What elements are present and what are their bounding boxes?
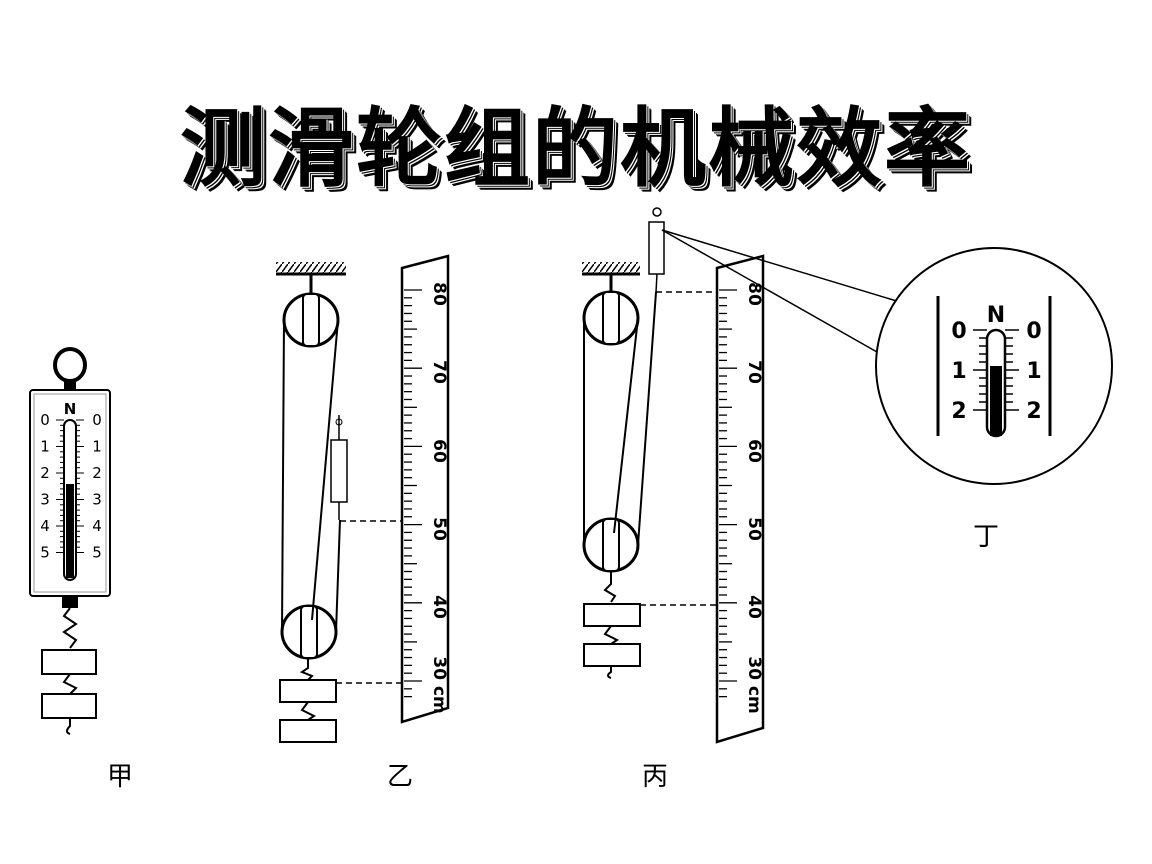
weight-block <box>41 693 97 719</box>
rope <box>281 319 285 633</box>
ruler-mark: 60 <box>429 439 449 463</box>
scale-numbers: 0 0 1 1 2 2 3 3 4 4 5 5 <box>40 411 102 562</box>
scale-number: 1 <box>951 359 966 384</box>
small-spring-scale <box>648 221 665 275</box>
ruler-mark: 80 <box>429 282 449 306</box>
scale-number: 4 <box>40 517 50 535</box>
scale-unit: N <box>987 303 1005 328</box>
scale-number: 0 <box>1026 319 1041 344</box>
small-spring-scale <box>330 439 348 503</box>
figure-ding: N 0 0 1 1 2 2 丁 <box>661 229 1113 552</box>
ruler-mark: 30 cm <box>429 656 449 713</box>
ruler-mark: 40 <box>429 595 449 619</box>
ruler: 80 70 60 50 40 30 cm <box>715 254 765 744</box>
weight-block <box>583 603 641 627</box>
figure-jia: N 0 0 1 1 2 2 3 3 4 4 5 5 甲 <box>29 347 133 792</box>
ruler: 80 70 60 50 40 30 cm <box>400 254 450 724</box>
scale-number: 4 <box>92 517 102 535</box>
scale-number: 3 <box>40 491 50 509</box>
scale-number: 3 <box>92 491 102 509</box>
ruler-mark: 50 <box>744 517 764 541</box>
weight-block <box>583 643 641 667</box>
scale-number: 1 <box>92 438 102 456</box>
figure-label-jia: 甲 <box>107 762 133 792</box>
scale-number: 2 <box>1026 399 1041 424</box>
ruler-mark: 80 <box>744 282 764 306</box>
figure-bing: 80 70 60 50 40 30 cm 丙 <box>582 207 765 792</box>
ruler-mark: 30 cm <box>744 656 764 713</box>
ruler-mark: 60 <box>744 439 764 463</box>
scale-number: 5 <box>40 544 50 562</box>
ruler-mark: 50 <box>429 517 449 541</box>
page-title: 测滑轮组的机械效率 <box>180 99 972 199</box>
scale-number: 0 <box>92 411 102 429</box>
scale-number: 2 <box>92 464 102 482</box>
scale-number: 1 <box>40 438 50 456</box>
weight-block <box>279 719 337 743</box>
ruler-mark: 70 <box>429 360 449 384</box>
figure-label-ding: 丁 <box>973 522 999 552</box>
scale-number: 0 <box>951 319 966 344</box>
scale-number: 1 <box>1026 359 1041 384</box>
scale-ring <box>53 347 87 383</box>
scale-number: 0 <box>40 411 50 429</box>
scale-number: 2 <box>40 464 50 482</box>
scale-number: 2 <box>951 399 966 424</box>
scale-indicator <box>66 484 74 578</box>
scale-unit: N <box>64 400 77 418</box>
figure-label-bing: 丙 <box>642 762 668 792</box>
weight-block <box>41 649 97 675</box>
hook <box>62 607 78 649</box>
scale-indicator <box>990 366 1002 436</box>
scale-number: 5 <box>92 544 102 562</box>
weight-block <box>279 679 337 703</box>
scale-numbers: 0 0 1 1 2 2 <box>951 319 1041 424</box>
ruler-mark: 40 <box>744 595 764 619</box>
figure-label-yi: 乙 <box>387 762 413 792</box>
ruler-mark: 70 <box>744 360 764 384</box>
figure-yi: 80 70 60 50 40 30 cm 乙 <box>276 254 450 792</box>
